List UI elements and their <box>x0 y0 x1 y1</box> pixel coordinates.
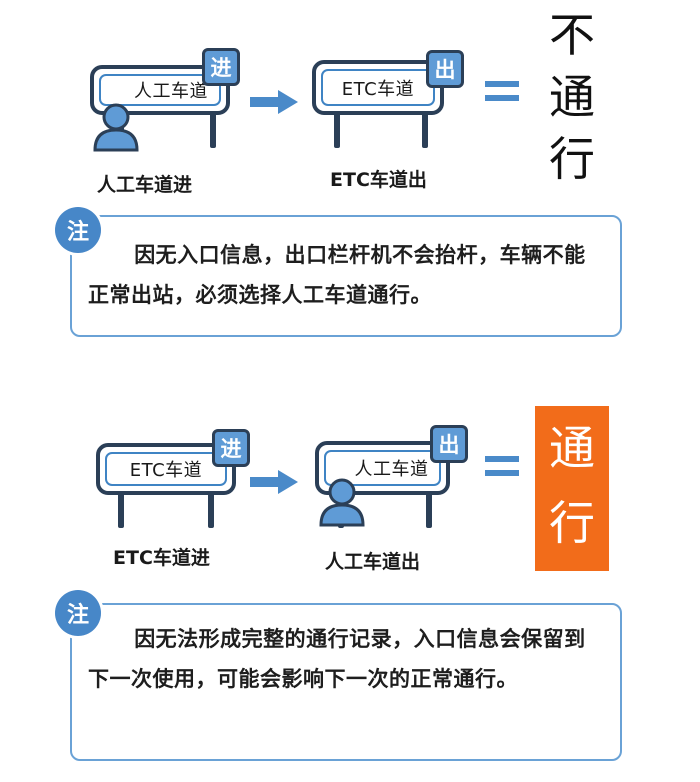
result-char: 通 <box>549 421 595 475</box>
exit-tag: 出 <box>426 50 464 88</box>
note-badge: 注 <box>55 207 101 253</box>
entry-caption: 人工车道进 <box>97 174 193 196</box>
entry-lane-sign-label: ETC车道 <box>105 452 227 486</box>
note-text: 因无法形成完整的通行记录，入口信息会保留到下一次使用，可能会影响下一次的正常通行… <box>88 627 586 691</box>
scenario-fail-section: 人工车道 进 人工车道进 ETC车道 出 ETC车道出 不 通 行 因无入口信息… <box>0 0 700 350</box>
person-icon <box>93 103 139 152</box>
scenario-pass-section: ETC车道 进 ETC车道进 人工车道 出 人工车道出 通 行 因无法形成完整的… <box>0 395 700 782</box>
entry-caption: ETC车道进 <box>113 547 210 569</box>
result-char: 通 <box>549 70 595 124</box>
exit-lane-sign-label: ETC车道 <box>321 69 435 106</box>
entry-lane-sign: ETC车道 <box>96 443 236 495</box>
equals-icon <box>485 81 519 101</box>
result-fail: 不 通 行 <box>542 4 602 190</box>
entry-tag: 进 <box>212 429 250 467</box>
exit-caption: 人工车道出 <box>325 551 421 573</box>
sign-leg <box>426 488 432 528</box>
sign-leg <box>208 488 214 528</box>
exit-caption: ETC车道出 <box>330 169 427 191</box>
entry-lane-sign: 人工车道 <box>90 65 230 115</box>
exit-lane-sign-label: 人工车道 <box>324 450 441 486</box>
sign-leg <box>422 108 428 148</box>
person-icon <box>319 478 365 527</box>
entry-lane-sign-label: 人工车道 <box>99 74 221 106</box>
result-pass: 通 行 <box>535 406 609 571</box>
sign-leg <box>210 108 216 148</box>
entry-tag: 进 <box>202 48 240 86</box>
arrow-right-icon <box>250 470 298 494</box>
equals-icon <box>485 456 519 476</box>
sign-leg <box>334 108 340 148</box>
sign-leg <box>118 488 124 528</box>
note-box: 因无法形成完整的通行记录，入口信息会保留到下一次使用，可能会影响下一次的正常通行… <box>70 603 622 761</box>
result-char: 行 <box>549 132 595 186</box>
note-text: 因无入口信息，出口栏杆机不会抬杆，车辆不能正常出站，必须选择人工车道通行。 <box>88 243 586 307</box>
exit-lane-sign: ETC车道 <box>312 60 444 115</box>
note-badge: 注 <box>55 590 101 636</box>
arrow-right-icon <box>250 90 298 114</box>
exit-tag: 出 <box>430 425 468 463</box>
note-box: 因无入口信息，出口栏杆机不会抬杆，车辆不能正常出站，必须选择人工车道通行。 <box>70 215 622 337</box>
result-char: 不 <box>549 8 595 62</box>
result-char: 行 <box>549 496 595 550</box>
